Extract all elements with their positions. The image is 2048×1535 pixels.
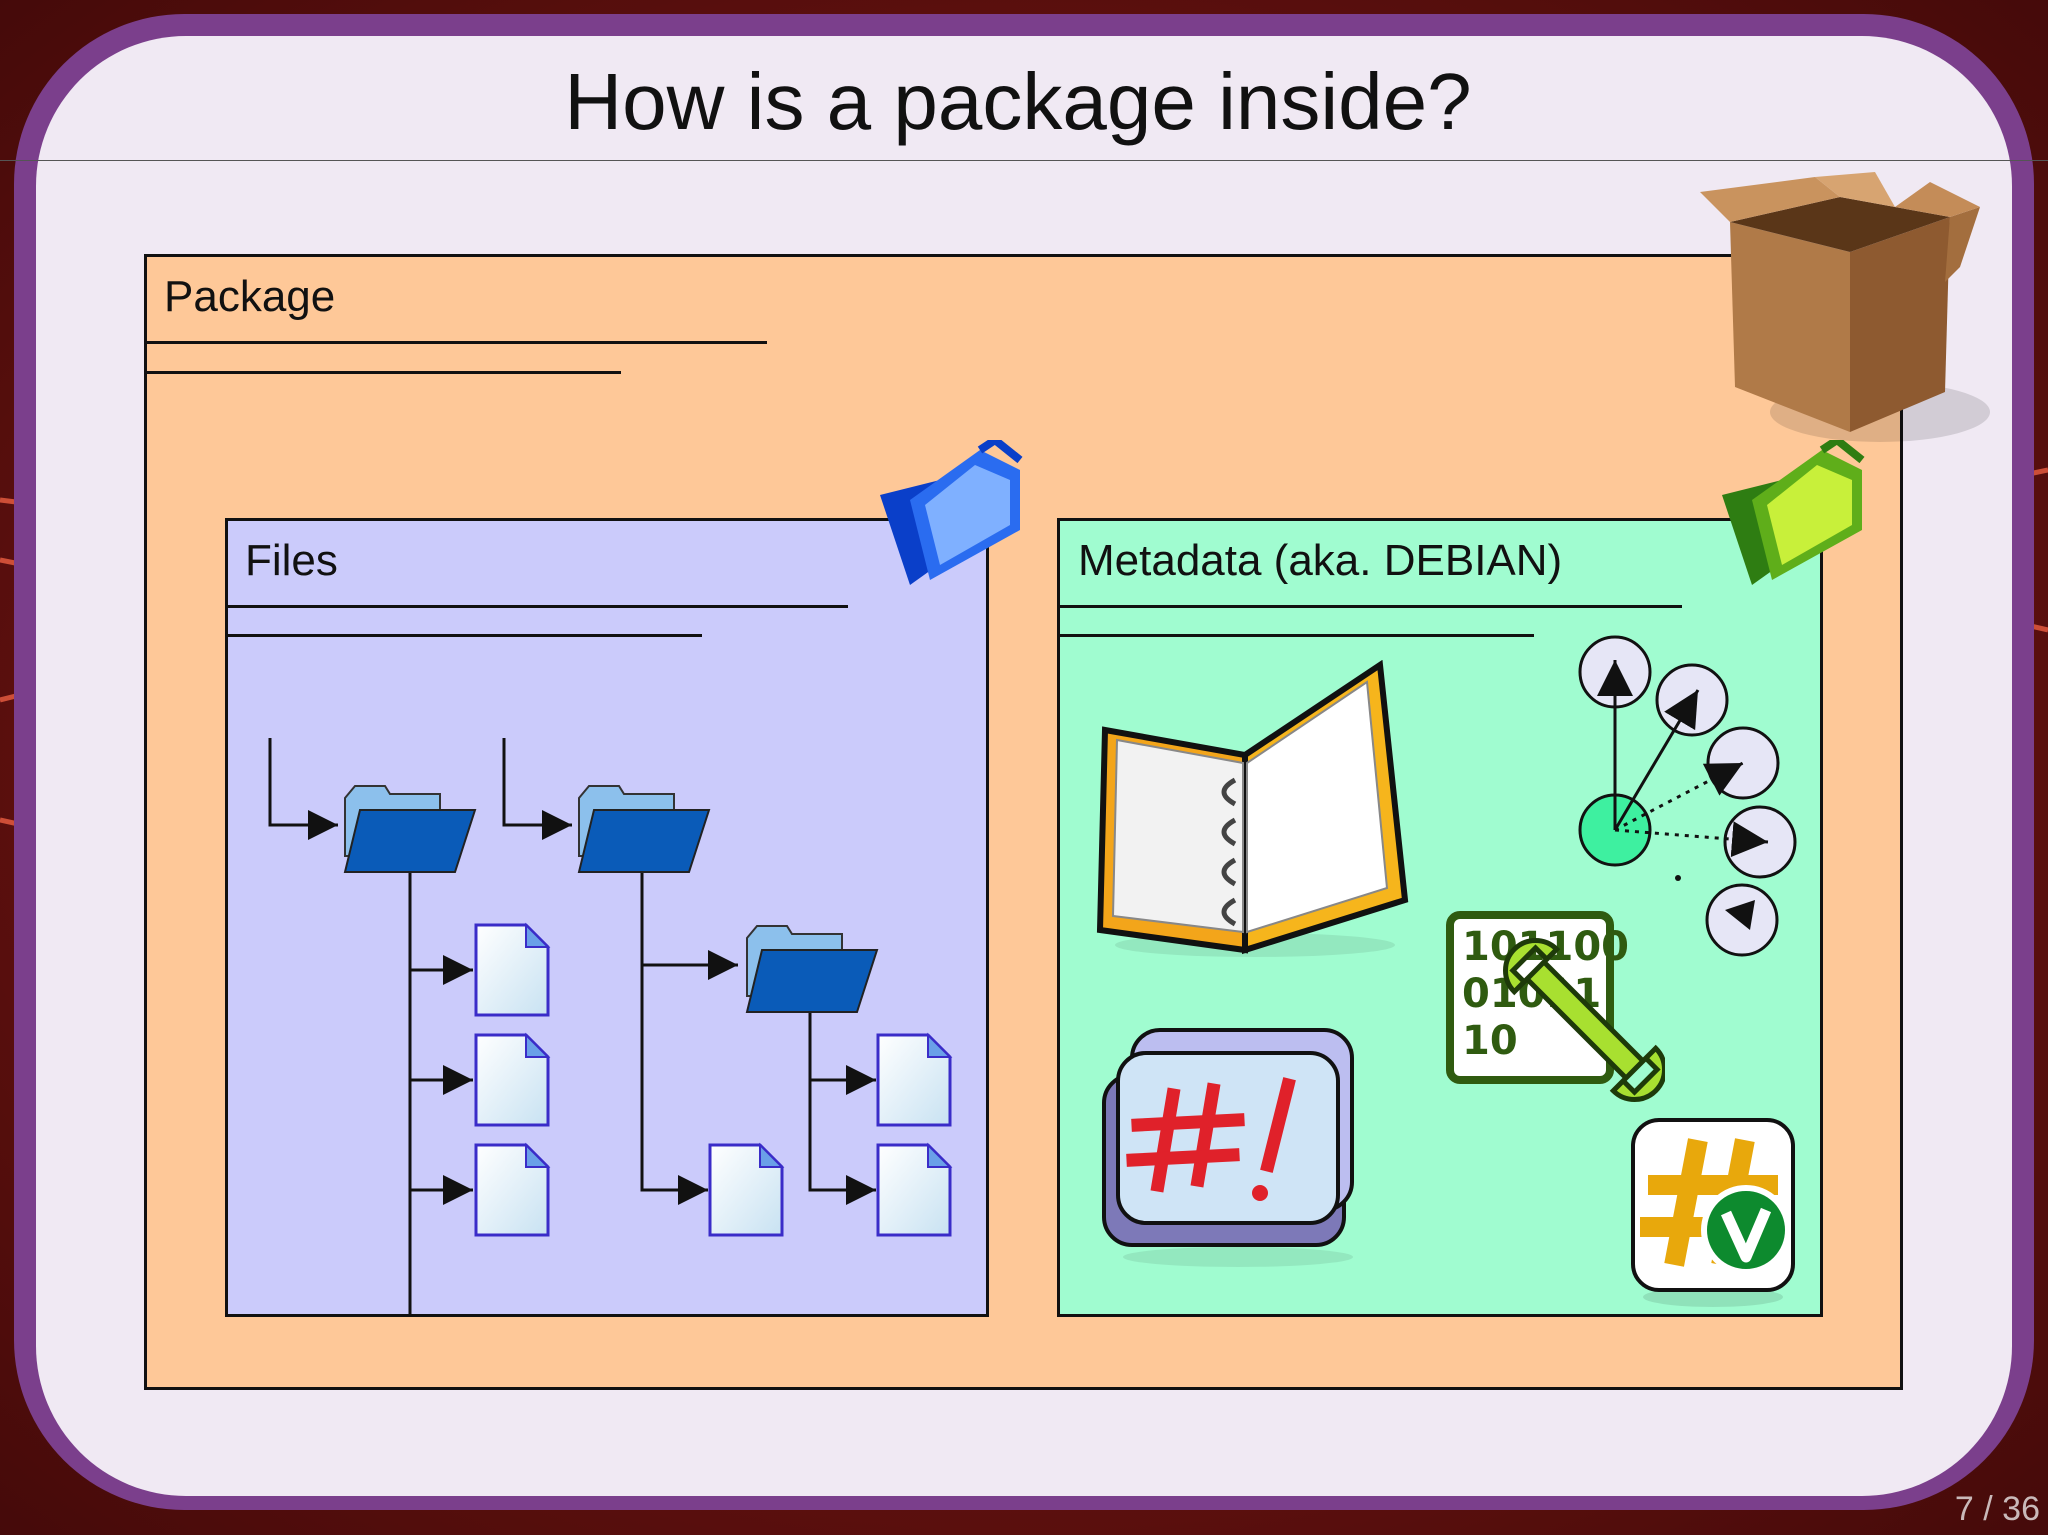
files-label: Files [245,536,338,585]
page-number: 7 / 36 [1954,1490,2040,1528]
files-label-rule [228,605,848,608]
package-label: Package [164,272,336,321]
green-folder-icon [1722,440,1865,585]
metadata-label-rule-short [1060,634,1534,637]
files-label-rule-short [228,634,702,637]
metadata-label-rule [1060,605,1682,608]
script-shebang-icon [1102,1028,1354,1267]
manual-book-icon [1096,660,1409,957]
slide-title: How is a package inside? [564,57,1472,146]
package-label-rule [147,341,767,344]
checksum-verified-icon [1631,1118,1795,1307]
package-label-rule-short [147,371,621,374]
cardboard-box-icon [1700,172,1990,442]
binary-tools-icon: 101100 01011 10 [1446,911,1665,1102]
binary-line-3: 10 [1462,1018,1518,1064]
blue-folder-icon [880,440,1023,585]
metadata-label: Metadata (aka. DEBIAN) [1078,536,1563,585]
file-tree-diagram [268,738,952,1315]
title-divider [0,160,2048,161]
dependency-graph-icon [1578,635,1797,957]
